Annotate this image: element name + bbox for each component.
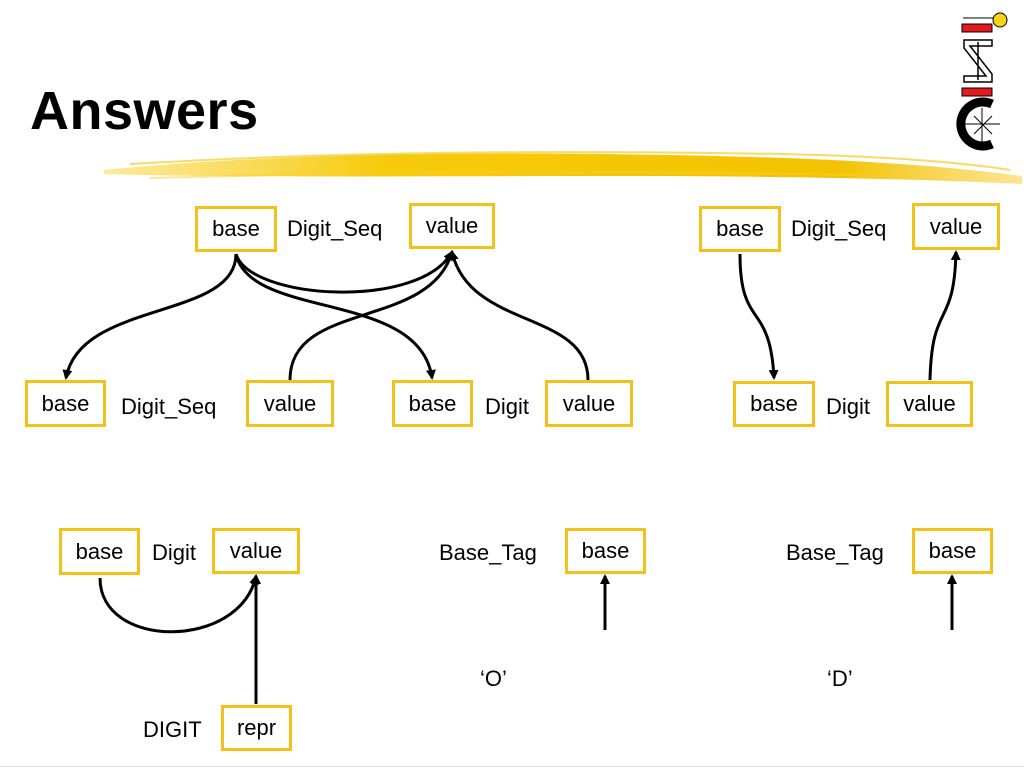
d1-child1-base-box: base — [25, 380, 106, 427]
edge-top-base-to-top-value — [234, 250, 454, 294]
d2-child-value-box: value — [886, 381, 973, 427]
d1-child2-base-box: base — [392, 380, 473, 427]
d4-symbol: Base_Tag — [439, 540, 537, 565]
d2-top-value-box: value — [912, 203, 1000, 250]
edge-child1-value-to-top-value — [288, 250, 455, 381]
d5-token: ‘D’ — [827, 666, 853, 691]
title-underline-brush — [104, 151, 1022, 184]
edge-top-base-to-child2-base — [234, 253, 436, 380]
d1-child2-symbol: Digit — [485, 394, 530, 419]
edge-d3-base-to-value — [98, 574, 260, 634]
edge-d2-child-value-to-top-value — [928, 250, 961, 381]
d1-top-symbol: Digit_Seq — [287, 216, 383, 241]
d4-token: ‘O’ — [480, 666, 507, 691]
iAIC-logo — [956, 12, 1008, 151]
d1-top-base-box: base — [195, 206, 277, 252]
d3-repr-box: repr — [221, 705, 292, 751]
d5-symbol: Base_Tag — [786, 540, 884, 565]
edge-d2-top-base-to-child-base — [738, 253, 779, 380]
d3-symbol: Digit — [152, 540, 197, 565]
slide-bottom-border — [0, 766, 1024, 767]
d5-base-box: base — [912, 528, 993, 574]
d2-child-symbol: Digit — [826, 394, 871, 419]
d3-value-box: value — [212, 528, 300, 574]
d1-child2-value-box: value — [545, 380, 633, 427]
d3-leaf-symbol: DIGIT — [143, 717, 202, 742]
d3-base-box: base — [59, 528, 140, 575]
edge-child2-value-to-top-value — [448, 250, 590, 381]
d2-top-symbol: Digit_Seq — [791, 216, 887, 241]
d2-child-base-box: base — [733, 381, 815, 427]
d1-top-value-box: value — [409, 203, 495, 249]
d1-child1-value-box: value — [246, 380, 334, 427]
slide-title: Answers — [30, 81, 259, 141]
d4-base-box: base — [565, 528, 646, 574]
d2-top-base-box: base — [699, 206, 781, 252]
edge-top-base-to-child1-base — [62, 253, 238, 380]
d1-child1-symbol: Digit_Seq — [121, 394, 217, 419]
